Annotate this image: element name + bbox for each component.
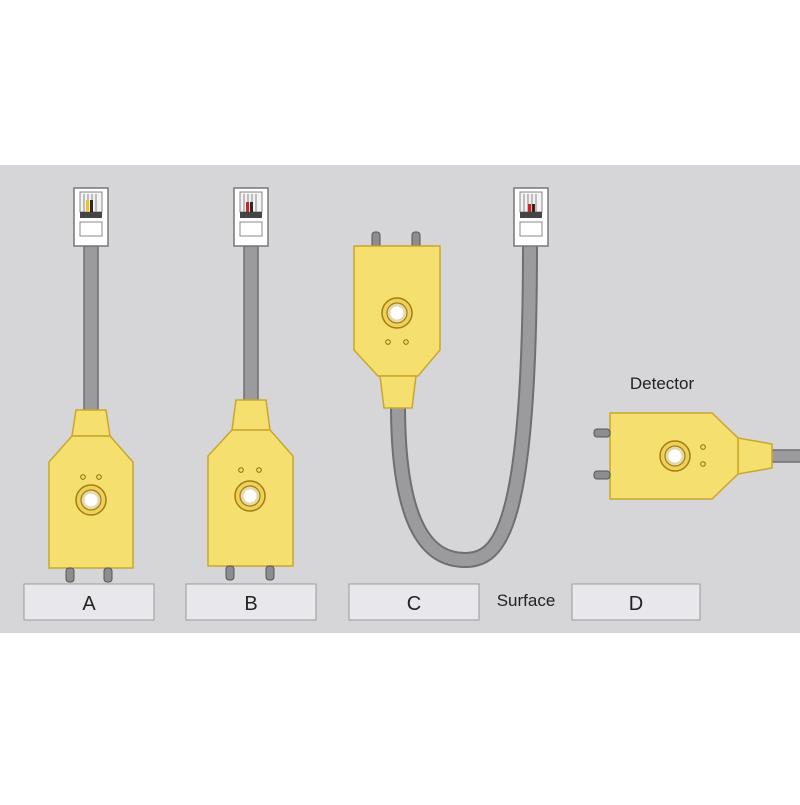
sensor-b-plug-icon (233, 187, 269, 247)
sensor-a-cable (83, 245, 99, 413)
sensor-a-window-icon (75, 484, 107, 516)
sensor-c (353, 187, 549, 569)
label-a: A (82, 593, 96, 615)
sensor-a-dot (80, 474, 86, 480)
sensor-d-dot (700, 461, 706, 467)
label-box-b: B (185, 583, 317, 621)
sensor-d-strain-relief (737, 437, 773, 475)
sensor-a-dot (96, 474, 102, 480)
label-d: D (629, 593, 643, 615)
sensor-d-pin (593, 470, 611, 480)
sensor-b-dot (256, 467, 262, 473)
sensor-d-window-icon (659, 440, 691, 472)
sensor-c-dot (385, 339, 391, 345)
sensor-d-cable (769, 449, 800, 463)
sensor-b-pin (265, 565, 275, 581)
label-box-d: D (571, 583, 701, 621)
detector-label: Detector (630, 374, 695, 393)
label-box-c: C (348, 583, 480, 621)
label-box-a: A (23, 583, 155, 621)
sensor-c-cable-core (392, 245, 536, 567)
sensor-b-pin (225, 565, 235, 581)
sensor-d-pin (593, 428, 611, 438)
sensor-a-strain-relief (71, 409, 111, 437)
label-c: C (407, 593, 421, 615)
label-b: B (244, 593, 257, 615)
sensor-a-pin (65, 567, 75, 583)
sensor-d-dot (700, 444, 706, 450)
sensor-a-plug-icon (73, 187, 109, 247)
sensor-c-strain-relief (379, 375, 417, 409)
sensor-c-plug-icon (513, 187, 549, 247)
sensor-b-cable (243, 245, 259, 403)
sensor-b-dot (238, 467, 244, 473)
sensor-b-strain-relief (231, 399, 271, 431)
sensor-d (593, 412, 800, 500)
sensor-a-pin (103, 567, 113, 583)
sensor-b-window-icon (234, 480, 266, 512)
sensor-c-window-icon (381, 297, 413, 329)
sensor-c-dot (403, 339, 409, 345)
sensor-b (207, 187, 294, 581)
sensor-a (48, 187, 134, 583)
surface-label: Surface (497, 591, 556, 610)
